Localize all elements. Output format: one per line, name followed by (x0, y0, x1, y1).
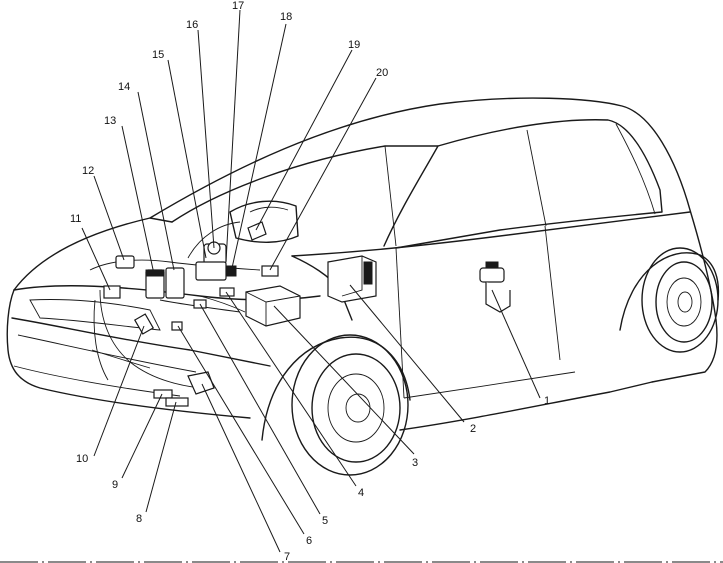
hood (13, 217, 173, 291)
front-wheel (291, 334, 409, 476)
callout-1: 1 (544, 395, 550, 407)
callout-20: 20 (376, 67, 388, 79)
ignition-coils (145, 267, 185, 299)
relay-box (245, 285, 301, 327)
module-19 (247, 221, 267, 241)
sensor-9 (153, 389, 173, 399)
components (103, 221, 511, 407)
leader-14 (137, 91, 175, 271)
callout-8: 8 (136, 513, 142, 525)
callout-14: 14 (118, 81, 130, 93)
leader-13 (121, 125, 155, 275)
leader-8 (145, 401, 177, 513)
side-windows (395, 119, 663, 249)
leader-6 (177, 325, 305, 535)
leader-10 (93, 325, 145, 457)
windshield (171, 145, 439, 247)
leader-19 (255, 49, 353, 231)
sensor-7 (187, 371, 215, 395)
sensor-8 (165, 397, 189, 407)
leader-11 (81, 227, 111, 291)
intake-cluster (195, 241, 237, 281)
callout-11: 11 (70, 213, 81, 225)
leader-9 (121, 393, 163, 479)
callout-17: 17 (232, 0, 244, 12)
rocker-panel (399, 381, 653, 431)
sensor-12 (115, 255, 135, 269)
headlight (29, 299, 161, 331)
front-bumper (6, 289, 251, 419)
roof-outline (149, 97, 717, 321)
leader-2 (349, 284, 465, 423)
callout-6: 6 (306, 535, 312, 547)
leader-12 (93, 175, 125, 261)
callout-13: 13 (104, 115, 116, 127)
callout-19: 19 (348, 39, 360, 51)
callout-12: 12 (82, 165, 94, 177)
rear-outline (651, 319, 718, 383)
leader-18 (231, 23, 287, 269)
leader-lines (81, 9, 541, 553)
sensor-11 (103, 285, 121, 299)
engine-control-module (327, 255, 377, 303)
callout-5: 5 (322, 515, 328, 527)
leader-3 (273, 305, 415, 455)
callout-15: 15 (152, 49, 164, 61)
leader-1 (491, 289, 541, 399)
leader-7 (201, 383, 281, 553)
callout-9: 9 (112, 479, 118, 491)
callout-4: 4 (358, 487, 364, 499)
module-20 (261, 265, 279, 277)
sensor-10 (133, 313, 155, 335)
leader-15 (167, 59, 207, 259)
callout-10: 10 (76, 453, 88, 465)
leader-16 (197, 29, 215, 249)
leader-5 (199, 303, 321, 515)
callout-3: 3 (412, 457, 418, 469)
callout-labels: 1 2 3 4 5 6 7 8 9 10 11 12 13 14 15 16 1… (70, 0, 550, 563)
sensor-6 (171, 321, 183, 331)
sensor-4 (219, 287, 235, 297)
callout-18: 18 (280, 11, 292, 23)
leader-20 (269, 77, 377, 271)
callout-16: 16 (186, 19, 198, 31)
leader-17 (225, 9, 241, 263)
callout-2: 2 (470, 423, 476, 435)
rear-wheel-arch (619, 252, 720, 331)
callout-7: 7 (284, 551, 290, 563)
leader-4 (225, 291, 357, 487)
fuel-pump (479, 261, 511, 313)
rear-wheel (641, 247, 719, 353)
